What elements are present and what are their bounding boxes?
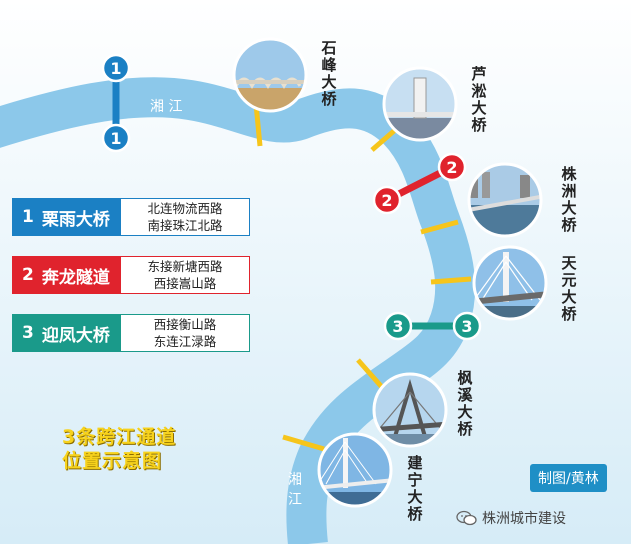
legend-detail-line: 西接衡山路: [153, 317, 217, 332]
photo-shifeng: [232, 37, 308, 113]
photo-tianyuan: [472, 245, 548, 321]
bridge-label-lusong: 芦淞大桥: [471, 65, 487, 134]
legend-name: 栗雨大桥: [41, 209, 110, 230]
legend-detail-line: 东接新塘西路: [147, 259, 223, 274]
crossing-3-left-badge: 3: [383, 311, 413, 341]
river-label-top: 湘 江: [150, 99, 183, 115]
marker-tianyuan: [430, 276, 472, 285]
legend-name: 奔龙隧道: [41, 267, 110, 288]
svg-text:1: 1: [110, 59, 121, 78]
crossing-1-top-badge: 1: [101, 53, 131, 83]
legend-tag-1: 1 栗雨大桥: [12, 198, 120, 236]
photo-lusong: [382, 66, 458, 142]
legend-detail-line: 西接嵩山路: [153, 276, 217, 291]
river-label-bottom: 湘 江: [288, 472, 302, 508]
bridge-label-zhuzhou: 株洲大桥: [561, 165, 577, 234]
svg-text:2: 2: [381, 191, 392, 210]
crossing-3-right-badge: 3: [452, 311, 482, 341]
svg-text:1: 1: [110, 129, 121, 148]
legend-detail-line: 东连江渌路: [153, 334, 217, 349]
svg-text:2: 2: [446, 158, 457, 177]
bridge-label-jianning: 建宁大桥: [407, 454, 423, 523]
crossing-2-left-badge: 2: [372, 185, 402, 215]
legend-detail-line: 北连物流西路: [147, 201, 223, 216]
bridge-label-fengxi: 枫溪大桥: [457, 369, 473, 438]
legend-detail-2: 东接新塘西路 西接嵩山路: [120, 256, 250, 294]
bridge-label-tianyuan: 天元大桥: [561, 254, 577, 323]
legend-item-2: 2 奔龙隧道 东接新塘西路 西接嵩山路: [12, 256, 250, 294]
legend-name: 迎凤大桥: [41, 325, 110, 346]
marker-shifeng: [253, 103, 263, 147]
map-title: 3条跨江通道 位置示意图: [62, 425, 176, 473]
legend-number: 2: [22, 265, 34, 285]
map-title-line2: 位置示意图: [62, 450, 163, 472]
legend-detail-1: 北连物流西路 南接珠江北路: [120, 198, 250, 236]
svg-text:3: 3: [392, 317, 403, 336]
svg-text:3: 3: [461, 317, 472, 336]
marker-jianning: [282, 434, 325, 452]
bridge-label-shifeng: 石峰大桥: [321, 39, 337, 108]
legend-number: 3: [22, 323, 34, 343]
legend-detail-3: 西接衡山路 东连江渌路: [120, 314, 250, 352]
legend-tag-2: 2 奔龙隧道: [12, 256, 120, 294]
map-title-line1: 3条跨江通道: [62, 426, 177, 448]
watermark: 株洲城市建设: [456, 508, 566, 528]
photo-fengxi: [372, 372, 448, 448]
legend-number: 1: [22, 207, 34, 227]
legend-detail-line: 南接珠江北路: [147, 218, 223, 233]
legend-item-3: 3 迎凤大桥 西接衡山路 东连江渌路: [12, 314, 250, 352]
credit-badge: 制图/黄林: [530, 464, 607, 492]
wechat-icon: [456, 510, 477, 526]
legend-item-1: 1 栗雨大桥 北连物流西路 南接珠江北路: [12, 198, 250, 236]
xiang-river: [0, 77, 476, 544]
marker-zhuzhou: [420, 219, 459, 235]
legend-tag-3: 3 迎凤大桥: [12, 314, 120, 352]
crossing-1-bottom-badge: 1: [101, 123, 131, 153]
watermark-text: 株洲城市建设: [482, 511, 566, 527]
photo-jianning: [317, 432, 393, 508]
crossing-2-right-badge: 2: [437, 152, 467, 182]
